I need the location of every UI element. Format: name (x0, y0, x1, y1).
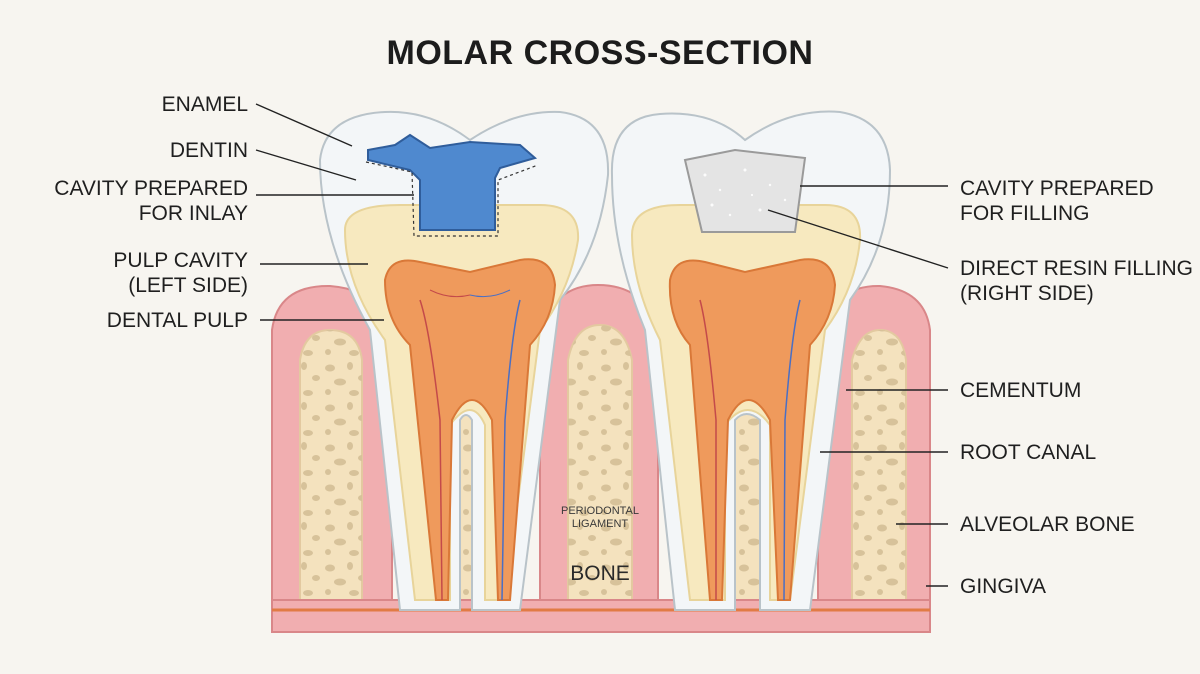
label-cementum: CEMENTUM (960, 379, 1082, 402)
label-alveolar-bone: ALVEOLAR BONE (960, 513, 1135, 536)
label-cavity-inlay-line2: FOR INLAY (138, 202, 248, 225)
label-periodontal-line1: PERIODONTAL (560, 505, 640, 517)
label-cavity-filling: CAVITY PREPARED FOR FILLING (960, 176, 1154, 226)
right-pulp (668, 258, 837, 601)
resin-filling (683, 148, 807, 233)
label-resin-filling-line2: (RIGHT SIDE) (960, 282, 1094, 305)
label-pulp-cavity: PULP CAVITY (LEFT SIDE) (113, 248, 248, 298)
page-title: MOLAR CROSS-SECTION (386, 34, 814, 72)
label-resin-filling: DIRECT RESIN FILLING (RIGHT SIDE) (960, 256, 1193, 306)
label-root-canal: ROOT CANAL (960, 441, 1097, 464)
label-cavity-filling-line1: CAVITY PREPARED (960, 177, 1154, 200)
bone-base (271, 599, 931, 633)
label-cavity-inlay-line1: CAVITY PREPARED (54, 177, 248, 200)
label-cavity-inlay: CAVITY PREPARED FOR INLAY (54, 176, 248, 226)
label-resin-filling-line1: DIRECT RESIN FILLING (960, 257, 1193, 280)
label-enamel: ENAMEL (161, 93, 248, 116)
label-dental-pulp: DENTAL PULP (106, 309, 248, 332)
label-periodontal-line2: LIGAMENT (571, 518, 629, 530)
inlay-cavity (367, 133, 538, 231)
label-pulp-cavity-line1: PULP CAVITY (113, 249, 248, 272)
label-pulp-cavity-line2: (LEFT SIDE) (128, 274, 248, 297)
label-gingiva: GINGIVA (960, 575, 1046, 598)
label-bone: BONE (570, 562, 630, 585)
left-tooth (318, 110, 610, 611)
right-tooth (610, 110, 892, 611)
label-cavity-filling-line2: FOR FILLING (960, 202, 1090, 225)
leader-lines (255, 103, 949, 587)
label-periodontal-ligament: PERIODONTAL LIGAMENT (540, 505, 660, 531)
label-dentin: DENTIN (169, 139, 248, 162)
